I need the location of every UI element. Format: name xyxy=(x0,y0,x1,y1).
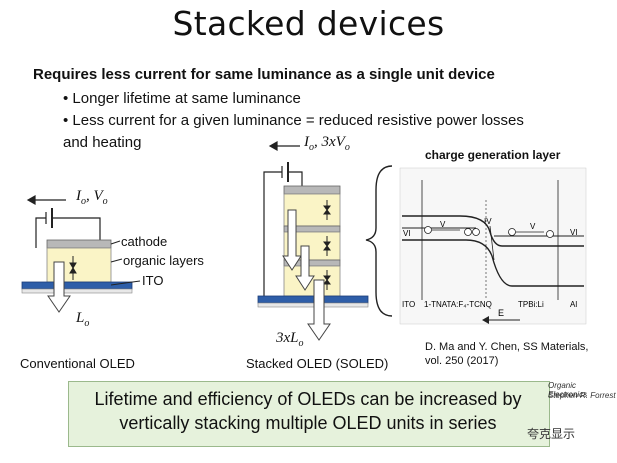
conventional-light-arrow xyxy=(47,261,71,313)
region-etl: TPBi:Li xyxy=(518,300,544,309)
symbol-v-left: V xyxy=(440,220,446,229)
reference-line-2: vol. 250 (2017) xyxy=(425,355,499,367)
caption-stacked: Stacked OLED (SOLED) xyxy=(246,356,389,371)
figure-title: charge generation layer xyxy=(425,148,561,162)
banner-line-2: vertically stacking multiple OLED units … xyxy=(119,413,497,433)
summary-banner xyxy=(68,381,550,447)
stacked-light-arrows xyxy=(282,209,331,341)
bullet-2: • Less current for a given luminance = r… xyxy=(63,112,524,129)
region-htl: 1-TNATA:F₄-TCNQ xyxy=(424,300,492,309)
conventional-glass xyxy=(21,288,133,294)
watermark-cn: 夸克显示 xyxy=(527,427,576,441)
symbol-iv: IV xyxy=(484,217,492,226)
stacked-current-arrow xyxy=(268,140,300,152)
conventional-ito xyxy=(21,281,133,290)
conventional-circuit xyxy=(35,208,101,248)
bullet-1: • Longer lifetime at same luminance xyxy=(63,90,301,107)
stacked-circuit xyxy=(263,162,303,300)
symbol-v-right: V xyxy=(530,222,536,231)
conventional-charges xyxy=(69,256,77,280)
symbol-vi-left: VI xyxy=(403,229,411,238)
energy-diagram xyxy=(399,167,587,325)
brace xyxy=(365,165,393,317)
page-title: Stacked devices xyxy=(172,4,445,43)
watermark-line-1: Organic Electronics xyxy=(548,381,588,399)
region-al: Al xyxy=(570,300,578,309)
watermark-line-2: Stephen R. Forrest xyxy=(548,391,616,400)
reference-line-1: D. Ma and Y. Chen, SS Materials, xyxy=(425,341,589,353)
headline: Requires less current for same luminance… xyxy=(33,66,495,83)
caption-conventional: Conventional OLED xyxy=(20,356,135,371)
conventional-cathode xyxy=(46,239,112,249)
conventional-current-arrow xyxy=(26,194,66,206)
stacked-charges xyxy=(323,200,331,290)
stacked-ito xyxy=(257,295,369,304)
symbol-vi-right: VI xyxy=(570,228,578,237)
label-organic-layers: organic layers xyxy=(123,253,204,268)
region-ito: ITO xyxy=(402,300,416,309)
stacked-source-label: Io, 3xVo xyxy=(304,134,350,153)
bullet-2-continued: and heating xyxy=(63,134,142,151)
label-cathode: cathode xyxy=(121,234,168,249)
label-ito: ITO xyxy=(142,273,164,288)
conventional-source-label: Io, Vo xyxy=(76,188,108,207)
stacked-luminance: 3xLo xyxy=(276,330,304,349)
field-label: E xyxy=(498,308,505,318)
banner-line-1: Lifetime and efficiency of OLEDs can be … xyxy=(94,389,522,409)
conventional-luminance: Lo xyxy=(76,310,90,329)
